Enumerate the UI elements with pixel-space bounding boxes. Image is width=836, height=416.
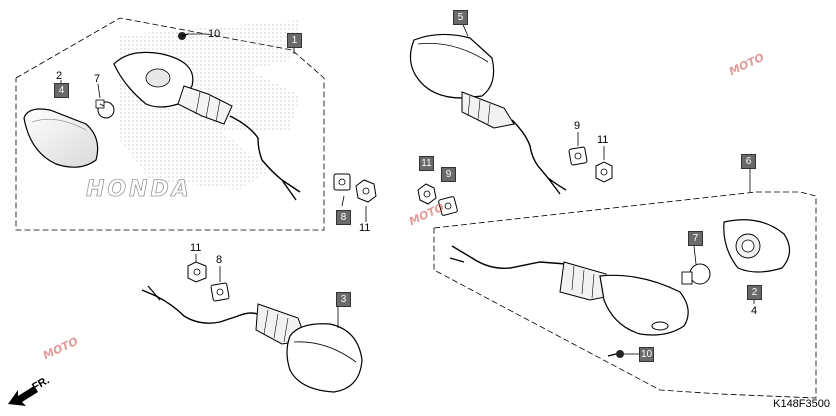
nut-11-center: [417, 183, 437, 205]
bulb-7-right: [681, 263, 711, 285]
nut-11-left: [355, 179, 377, 203]
callout-box-9: 9: [441, 167, 456, 182]
callout-box-3: 3: [336, 292, 351, 307]
callout-box-5: 5: [453, 10, 468, 25]
bulb-7: [95, 99, 115, 119]
nut-11: [595, 161, 613, 183]
turn-signal-lens-2: [23, 108, 99, 168]
nut-11-lower: [187, 261, 207, 283]
callout-box-4: 4: [54, 83, 69, 98]
turn-signal-lens-2-right: [723, 219, 791, 273]
wire-harness-1: [229, 115, 301, 201]
callout-4-right: 4: [751, 305, 758, 317]
callout-9: 9: [574, 120, 581, 132]
callout-box-10: 10: [639, 347, 654, 362]
callout-8-lower: 8: [216, 254, 223, 266]
callout-2: 2: [56, 70, 63, 82]
turn-signal-housing-1: [113, 51, 233, 125]
turn-signal-assembly-5: [409, 33, 567, 195]
rubber-mount-8-lower: [210, 282, 230, 302]
callout-box-2: 2: [747, 285, 762, 300]
group-1-outline: [15, 17, 325, 231]
turn-signal-housing-6: [449, 245, 689, 336]
callout-box-1: 1: [287, 33, 302, 48]
screw-10: [178, 32, 206, 40]
diagram-reference-code: K148F3500: [773, 398, 830, 410]
callout-box-8: 8: [336, 210, 351, 225]
callout-7: 7: [94, 73, 101, 85]
callout-box-11: 11: [419, 156, 434, 171]
callout-10: 10: [208, 28, 221, 40]
callout-11-lower: 11: [190, 242, 202, 254]
rubber-mount-8-left: [333, 173, 351, 191]
rubber-mount-9-center: [438, 196, 458, 216]
turn-signal-assembly-3: [141, 285, 363, 393]
front-direction-arrow: [8, 386, 38, 406]
callout-box-7: 7: [688, 231, 703, 246]
honda-brand-text: HONDA: [86, 177, 192, 202]
screw-10-right: [607, 350, 640, 358]
callout-11-middle: 11: [359, 222, 371, 234]
rubber-mount-9: [568, 146, 588, 166]
callout-box-6: 6: [741, 154, 756, 169]
group-6-outline: [433, 191, 817, 399]
callout-11: 11: [597, 134, 609, 146]
